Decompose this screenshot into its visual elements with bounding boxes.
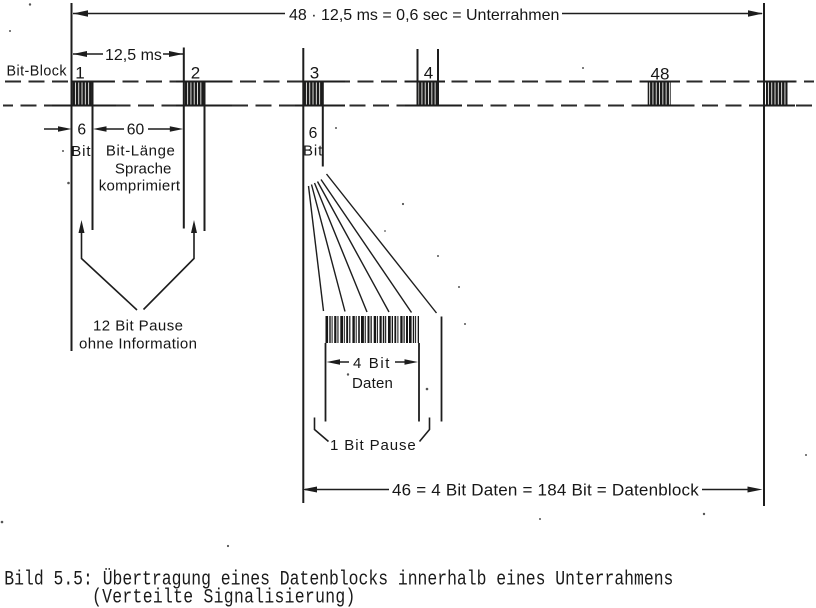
svg-text:4: 4 (424, 64, 433, 83)
svg-text:60: 60 (127, 122, 145, 139)
svg-text:Bit-Block: Bit-Block (7, 64, 68, 80)
svg-text:6: 6 (77, 122, 86, 139)
svg-text:48 · 12,5 ms = 0,6 sec = Unter: 48 · 12,5 ms = 0,6 sec = Unterrahmen (289, 7, 559, 24)
svg-text:Bit: Bit (303, 143, 323, 160)
svg-text:46 = 4 Bit Daten = 184 Bit = D: 46 = 4 Bit Daten = 184 Bit = Datenblock (392, 481, 699, 500)
svg-text:Daten: Daten (352, 375, 393, 392)
svg-text:48: 48 (651, 65, 670, 84)
svg-text:12 Bit Pause: 12 Bit Pause (93, 318, 183, 335)
svg-text:6: 6 (309, 125, 318, 142)
svg-text:Bit-Länge: Bit-Länge (106, 143, 176, 160)
svg-text:(Verteilte Signalisierung): (Verteilte Signalisierung) (92, 586, 356, 608)
svg-text:12,5 ms: 12,5 ms (105, 47, 162, 64)
svg-text:Sprache: Sprache (115, 161, 172, 178)
svg-text:ohne Information: ohne Information (79, 336, 197, 353)
svg-text:Bit: Bit (71, 143, 91, 160)
svg-text:1 Bit Pause: 1 Bit Pause (330, 437, 417, 454)
svg-text:1: 1 (75, 64, 84, 83)
svg-text:komprimiert: komprimiert (99, 178, 181, 195)
svg-text:2: 2 (191, 64, 200, 83)
svg-text:3: 3 (310, 64, 319, 83)
svg-text:Bild 5.5: Übertragung eines Da: Bild 5.5: Übertragung eines Datenblocks … (4, 568, 673, 591)
svg-text:4 Bit: 4 Bit (353, 355, 391, 372)
